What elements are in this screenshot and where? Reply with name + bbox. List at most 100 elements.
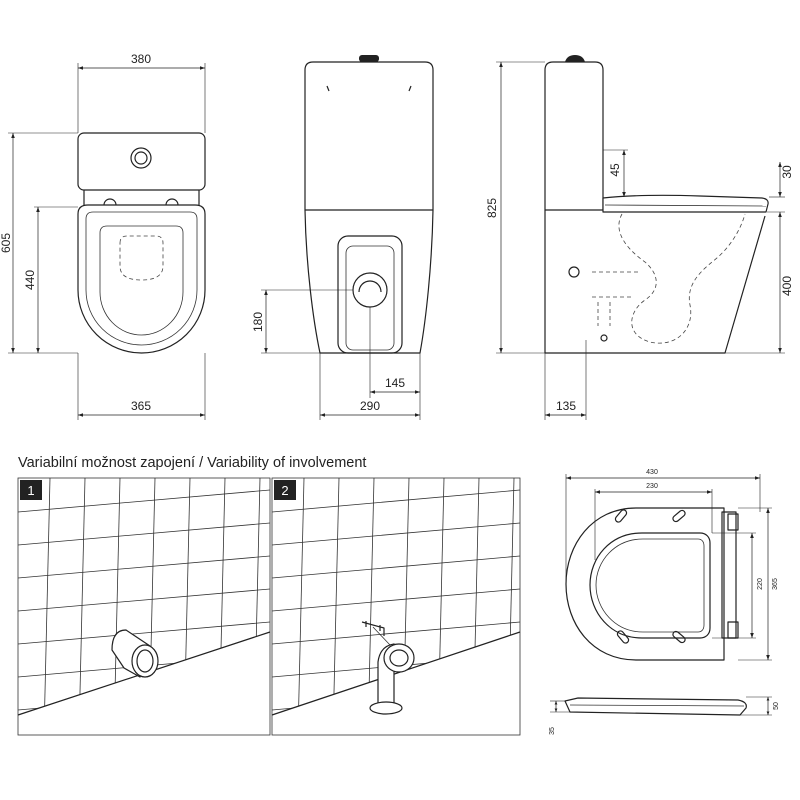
dimension-label: 230 — [646, 483, 658, 490]
bowl-outline — [77, 204, 206, 354]
dimension-label: 365 — [131, 399, 151, 413]
tank-outline — [544, 61, 604, 211]
dimension-label: 825 — [485, 198, 499, 218]
flush-button-icon — [359, 55, 379, 62]
arrowhead — [622, 150, 626, 155]
arrowhead — [78, 413, 83, 417]
arrowhead — [766, 508, 770, 513]
arrowhead — [78, 66, 83, 70]
tile-line — [271, 555, 521, 579]
floor-line — [271, 631, 521, 716]
dimension-label: 605 — [0, 233, 13, 253]
buffer-slot — [672, 509, 686, 523]
side-view: 825 45 30 400 135 — [485, 55, 794, 420]
dimension-label: 365 — [772, 578, 779, 590]
dimension-label: 35 — [549, 727, 556, 735]
floor-outlet-pipe-icon — [361, 621, 415, 715]
dimension-label: 220 — [757, 578, 764, 590]
dimension-label: 180 — [251, 312, 265, 332]
hidden-rim — [119, 235, 164, 281]
outlet-pipe-icon — [352, 272, 388, 308]
buffer-slot — [616, 630, 630, 644]
arrowhead — [370, 390, 375, 394]
seat-side-line — [569, 704, 745, 707]
pipe-elbow-inner — [389, 649, 409, 667]
tank-outline — [77, 132, 206, 191]
tile-line — [17, 555, 271, 579]
top-view: 380 605 440 365 — [0, 52, 206, 420]
seat-top-view: 430 230 365 220 — [565, 469, 779, 661]
arrowhead — [11, 348, 15, 353]
connection-panel-1: 1 — [17, 477, 271, 736]
wall-tiles — [17, 477, 271, 736]
arrowhead — [581, 413, 586, 417]
tile-line — [271, 522, 521, 546]
seat-outer-outline — [565, 507, 725, 661]
floor-area — [18, 632, 270, 735]
dimension-label: 400 — [780, 276, 794, 296]
front-view: 180 145 290 — [251, 55, 434, 420]
dimension-label: 380 — [131, 52, 151, 66]
arrowhead — [554, 701, 558, 705]
arrowhead — [766, 655, 770, 660]
outlet-pipe-inner — [358, 280, 382, 293]
arrowhead — [778, 192, 782, 197]
hinge-icon — [727, 513, 739, 531]
dimension-label: 430 — [646, 469, 658, 476]
hidden-outlet — [592, 271, 640, 326]
tile-line — [271, 588, 521, 612]
arrowhead — [11, 133, 15, 138]
arrowhead — [200, 66, 205, 70]
tile-line — [271, 621, 521, 645]
arrowhead — [264, 348, 268, 353]
arrowhead — [778, 212, 782, 217]
arrowhead — [320, 413, 325, 417]
side-fixing-hole — [568, 266, 580, 278]
body-outline — [544, 210, 766, 354]
arrowhead — [595, 490, 600, 494]
seat-side-view: 50 35 — [549, 696, 780, 735]
buffer-slot — [672, 630, 686, 644]
connection-panel-2: 2 — [271, 477, 521, 736]
pipe-elbow — [383, 643, 415, 673]
arrowhead — [415, 390, 420, 394]
flush-button-inner — [134, 151, 148, 165]
arrowhead — [36, 348, 40, 353]
buffer-slot — [614, 509, 628, 523]
tank-base — [83, 190, 200, 205]
dimension-label: 145 — [385, 376, 405, 390]
tile-line — [271, 489, 521, 513]
tile-line — [17, 621, 271, 645]
seat-inner-opening-line — [595, 538, 705, 633]
panel-badge — [274, 480, 296, 500]
tile-line — [332, 477, 340, 736]
seat-outline — [85, 211, 198, 346]
seat-opening — [99, 225, 184, 336]
seat-lid — [602, 194, 769, 213]
flush-button-icon — [565, 55, 585, 62]
pipe-end-inner — [136, 649, 154, 673]
tile-line — [78, 477, 86, 736]
dimension-label: 45 — [608, 163, 622, 177]
arrowhead — [499, 348, 503, 353]
dimension-label: 290 — [360, 399, 380, 413]
hinge-marks — [103, 198, 179, 206]
pipe-flange — [369, 701, 403, 715]
dimension-label: 440 — [23, 270, 37, 290]
floor-area — [272, 632, 520, 735]
arrowhead — [545, 413, 550, 417]
hidden-trap — [618, 213, 746, 344]
tile-line — [43, 477, 51, 736]
arrowhead — [707, 490, 712, 494]
tile-line — [297, 477, 305, 736]
wall-outlet-pipe-icon — [111, 629, 159, 678]
arrowhead — [778, 162, 782, 167]
arrowhead — [750, 633, 754, 638]
arrowhead — [200, 413, 205, 417]
pipe-end — [131, 644, 159, 678]
dimension-label: 50 — [773, 702, 780, 710]
panel-frame — [17, 477, 271, 736]
section-title: Variabilní možnost zapojení / Variabilit… — [18, 455, 366, 471]
dimension-label: 135 — [556, 399, 576, 413]
